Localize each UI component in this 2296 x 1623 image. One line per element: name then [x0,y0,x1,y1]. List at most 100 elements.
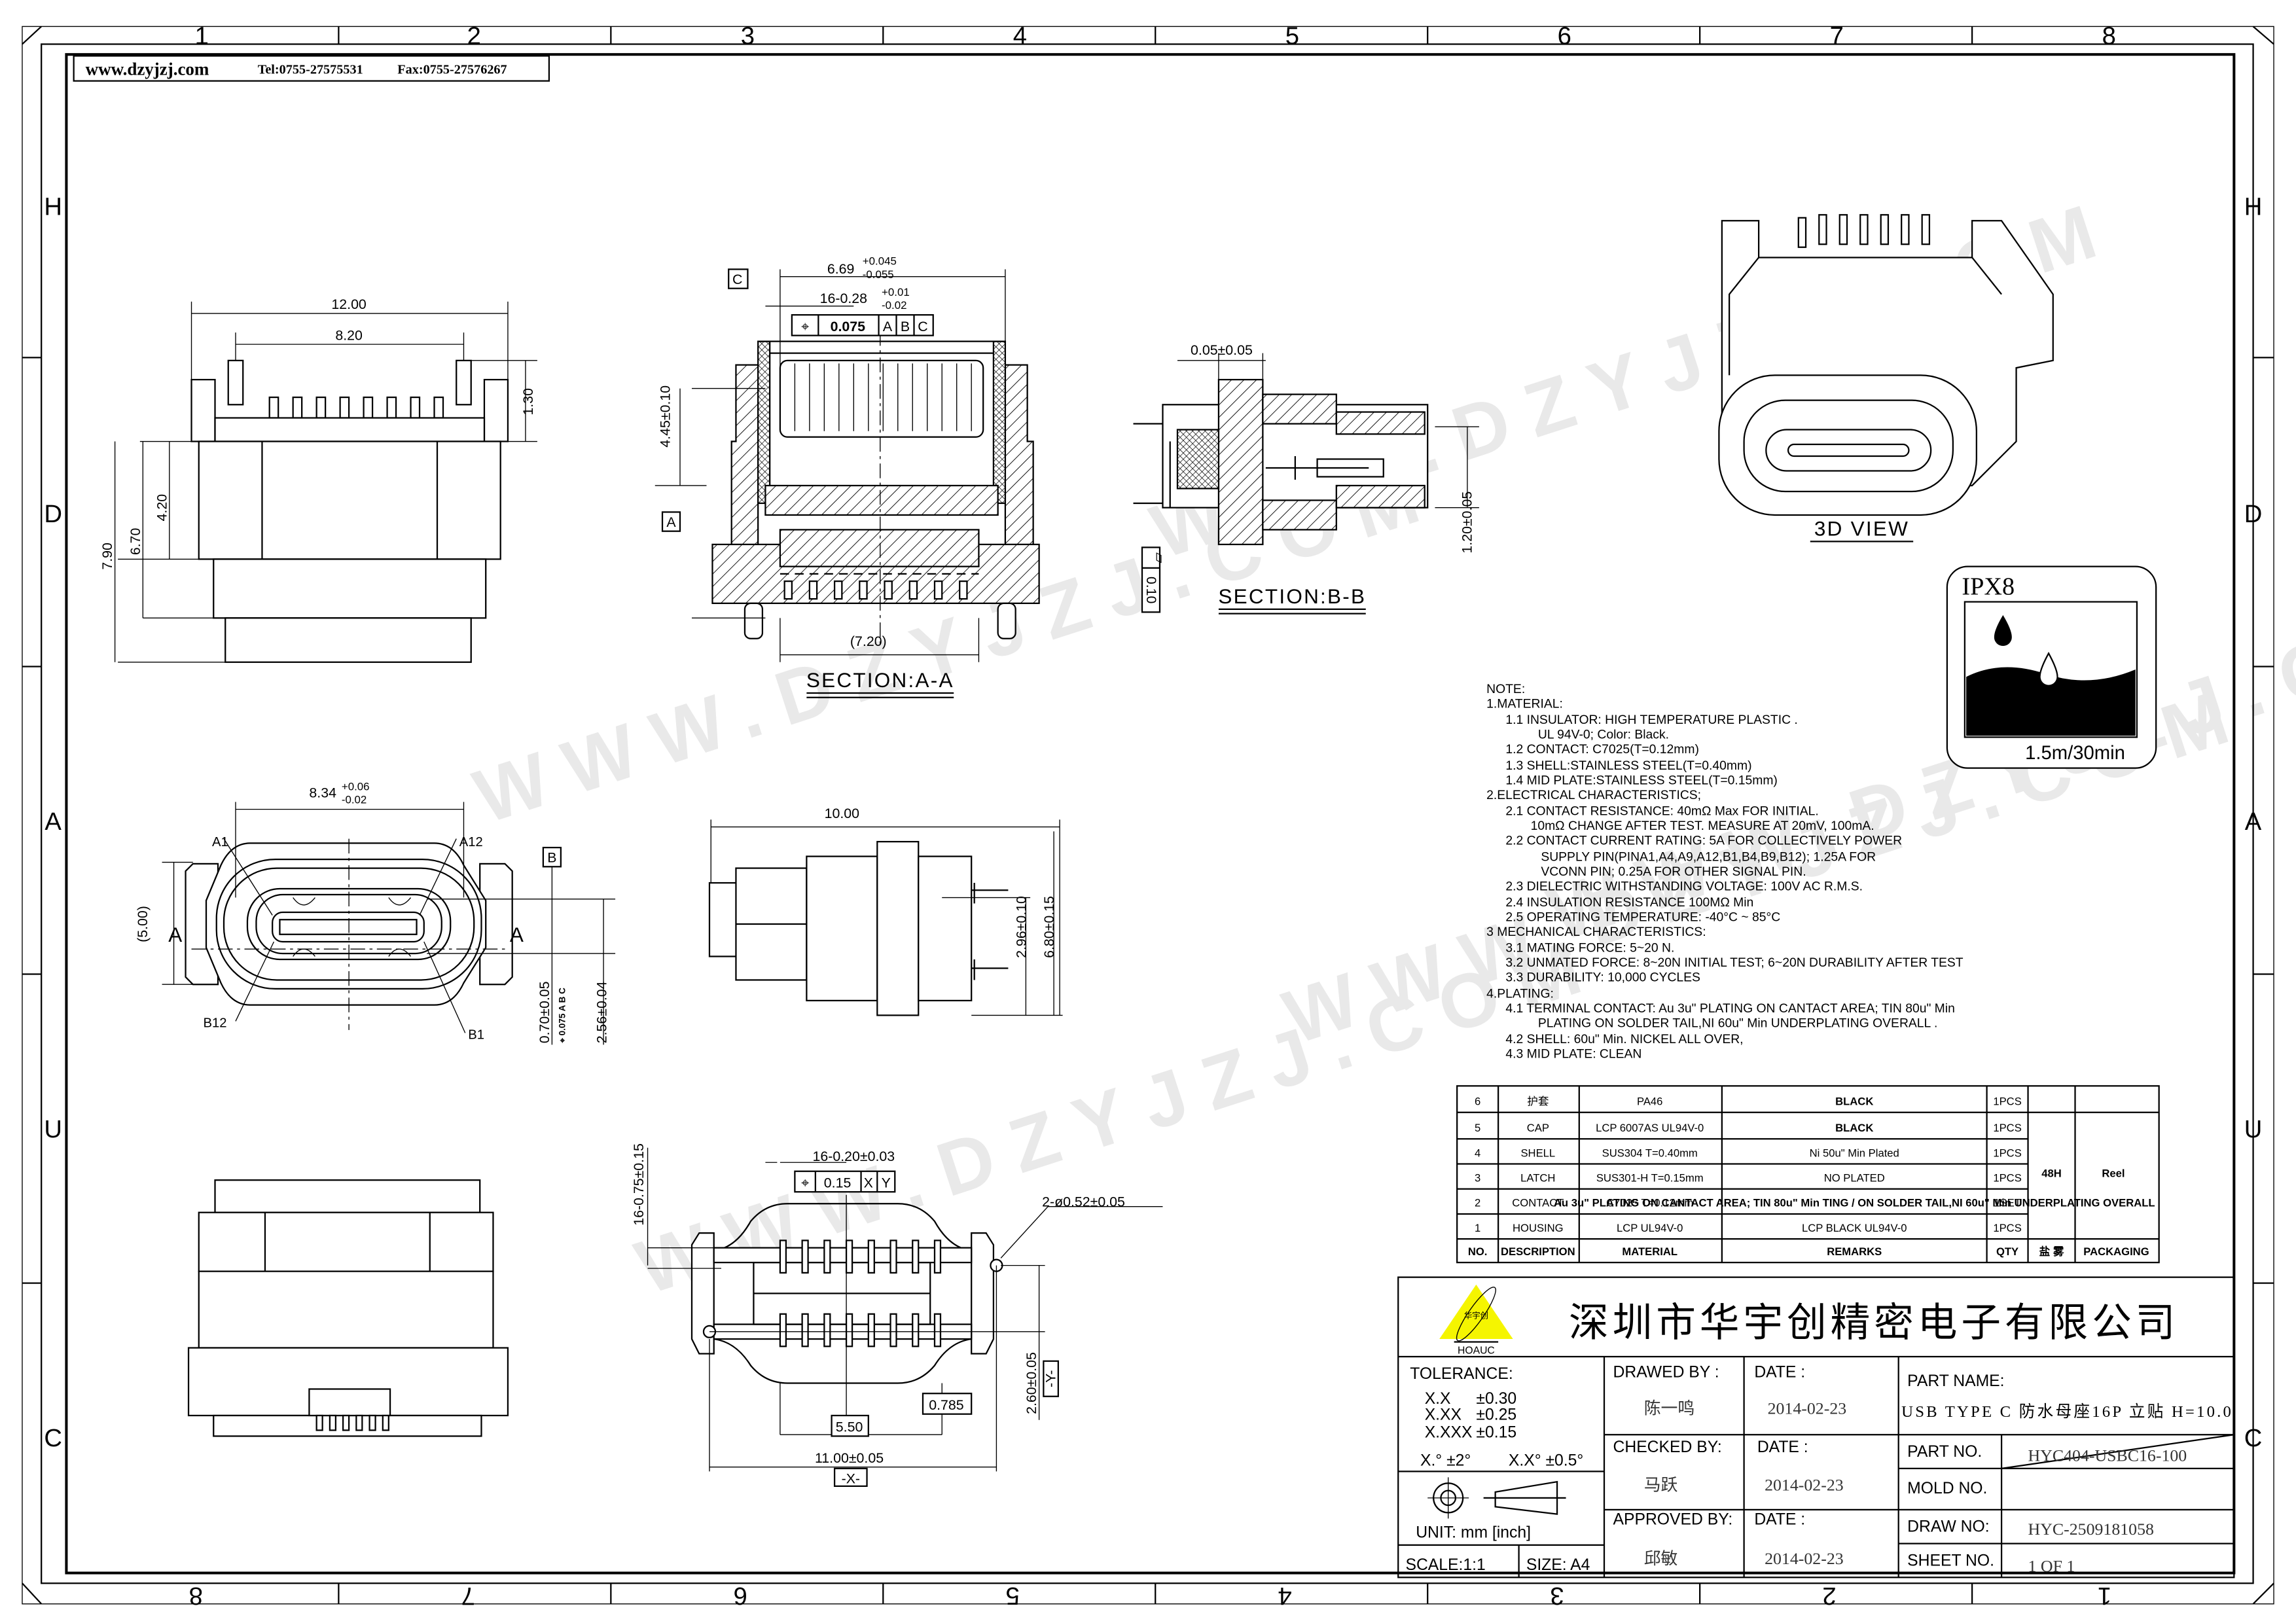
note-line: 3 MECHANICAL CHARACTERISTICS: [1486,925,1706,939]
bom-cell-qty: 1PCS [1993,1122,2021,1134]
bom-cell-remarks: Ni 50u" Min Plated [1810,1147,1899,1159]
view-title: 3D VIEW [1814,517,1909,540]
zone-row: U [2244,1115,2263,1143]
flatness-frame: ⏥ 0.10 [1141,546,1168,613]
bom-cell-no: 3 [1475,1171,1480,1184]
bom-cell-desc: SHELL [1520,1147,1555,1159]
checked-by-name: 马跃 [1644,1476,1678,1495]
position-icon: ⌖ [801,319,809,334]
website-link[interactable]: www.dzyjzj.com [86,60,209,79]
part-name: USB TYPE C 防水母座16P 立贴 H=10.0 [1901,1402,2231,1421]
note-line: 2.3 DIELECTRIC WITHSTANDING VOLTAGE: 100… [1505,880,1863,893]
receptacle-face-view: 8.34 +0.06 -0.02 (5.00) A1 A12 B12 B1 A … [135,780,616,1045]
note-line: VCONN PIN; 0.25A FOR OTHER SIGNAL PIN. [1541,865,1806,879]
note-line: 1.2 CONTACT: C7025(T=0.12mm) [1505,743,1699,757]
dim-height: 1.20±0.05 [1460,491,1475,554]
note-line: 3.2 UNMATED FORCE: 8~20N INITIAL TEST; 6… [1505,956,1963,970]
gdt-ref: C [918,319,927,334]
note-line: 4.3 MID PLATE: CLEAN [1505,1048,1641,1061]
tolerance-label: TOLERANCE: [1410,1365,1513,1383]
dim-pitch-nominal: 16-0.28 [820,291,867,306]
dim-width-tol-plus: +0.06 [342,780,370,793]
zone-row: A [2245,808,2262,836]
bom-cell-no: 1 [1475,1222,1480,1234]
angle-tolerance: X.X° ±0.5° [1509,1452,1583,1469]
note-line: 3.3 DURABILITY: 10,000 CYCLES [1505,971,1700,985]
logo-cn-text: 华宇创 [1464,1311,1488,1321]
packaging-value: Reel [2102,1168,2125,1180]
tolerance-format: X.XX [1425,1406,1462,1424]
bom-cell-no: 4 [1475,1147,1480,1159]
bom-cell-desc: HOUSING [1513,1222,1564,1234]
scale-label: SCALE:1:1 [1405,1556,1485,1574]
zone-col: 3 [741,22,755,50]
section-a-a-view: C 6.69 +0.045 -0.055 16-0.28 +0.01 -0.02… [655,255,1040,698]
pin-label-a12: A12 [459,835,483,849]
dim-hole-span: 11.00±0.05 [815,1450,884,1466]
part-no-label: PART NO. [1907,1443,1982,1461]
gdt-ref: Y [882,1175,891,1190]
tolerance-value: ±0.25 [1476,1406,1516,1424]
bom-cell-qty: 1PCS [1993,1222,2021,1234]
draw-no: HYC-2509181058 [2028,1520,2154,1539]
tolerance-format: X.X [1425,1390,1451,1408]
ipx-depth: 1.5m/30min [2025,743,2125,764]
part-name-label: PART NAME: [1907,1372,2004,1390]
pcb-footprint-view: 16-0.75±0.15 16-0.20±0.03 ⌖ 0.15 X Y 2-ø… [631,1143,1163,1488]
zone-col: 2 [1822,1582,1836,1610]
gdt-frame: ⌖ 0.15 X Y [794,1170,896,1193]
dim-pad-length: 16-0.75±0.15 [631,1143,647,1226]
gdt-value: 0.075 [831,319,866,334]
note-line: 4.2 SHELL: 60u" Min. NICKEL ALL OVER, [1505,1033,1743,1046]
bom-cell-no: 6 [1475,1096,1480,1108]
date-label: DATE : [1757,1438,1808,1456]
dim-offset: 2.56±0.04 [594,981,610,1043]
bom-cell-desc: CONTACT [1512,1197,1564,1209]
datum-a: A [666,514,676,530]
draw-no-label: DRAW NO: [1907,1518,1989,1536]
datum-x: -X- [842,1471,860,1486]
zone-row: D [2244,500,2263,528]
zone-col: 1 [195,22,209,50]
bom-cell-no: 5 [1475,1122,1480,1134]
pin-label-b12: B12 [204,1016,227,1030]
zone-col: 8 [2102,22,2116,50]
drawed-by-name: 陈一鸣 [1644,1399,1695,1418]
position-icon: ⌖ [801,1175,809,1190]
sheet-no-label: SHEET NO. [1907,1552,1994,1569]
tolerance-format: X.XXX [1425,1424,1473,1442]
company-logo: 华宇创 HOAUC [1439,1284,1513,1357]
title-block: 华宇创 HOAUC 深圳市华宇创精密电子有限公司 TOLERANCE: X.X … [1397,1276,2235,1578]
bom-cell-remarks: BLACK [1835,1096,1873,1108]
bom-cell-desc: CAP [1527,1122,1549,1134]
zone-row: H [2244,192,2263,221]
date-label: DATE : [1754,1364,1805,1382]
zone-row: C [44,1424,62,1452]
tolerance-value: ±0.30 [1476,1390,1516,1408]
zone-col: 1 [2098,1582,2111,1610]
dim-height: (5.00) [135,906,151,942]
zone-col: 7 [1830,22,1844,50]
note-line: 2.1 CONTACT RESISTANCE: 40mΩ Max FOR INI… [1505,805,1818,819]
note-line: 3.1 MATING FORCE: 5~20 N. [1505,942,1674,955]
note-line: 4.1 TERMINAL CONTACT: Au 3u" PLATING ON … [1505,1002,1954,1016]
border-frame [22,26,2274,1605]
bom-header: DESCRIPTION [1501,1245,1575,1258]
dim-length: 10.00 [825,806,860,821]
3d-view: 3D VIEW [1718,214,2054,543]
note-line: NOTE: [1486,683,1525,696]
front-view: 12.00 8.20 1.30 4.20 6.70 7.90 [99,296,537,663]
dim-height-1: 2.96±0.10 [1013,896,1029,958]
dim-width: 12.00 [331,296,367,312]
zone-labels: 1 2 3 4 5 6 7 8 8 7 6 5 4 3 2 1 H D A U … [44,22,2262,1610]
tongue-gdt: ⌖ 0.075 A B C [558,988,567,1044]
gdt-frame: ⌖ 0.075 A B C [791,314,934,336]
bom-header: 盐 雾 [2039,1245,2064,1258]
bom-header: MATERIAL [1622,1245,1677,1258]
unit-label: UNIT: mm [inch] [1416,1524,1531,1542]
date-label: DATE : [1754,1510,1805,1528]
ipx-rating: IPX8 [1962,573,2015,600]
bom-header: NO. [1468,1245,1488,1258]
zone-row: C [2244,1424,2263,1452]
